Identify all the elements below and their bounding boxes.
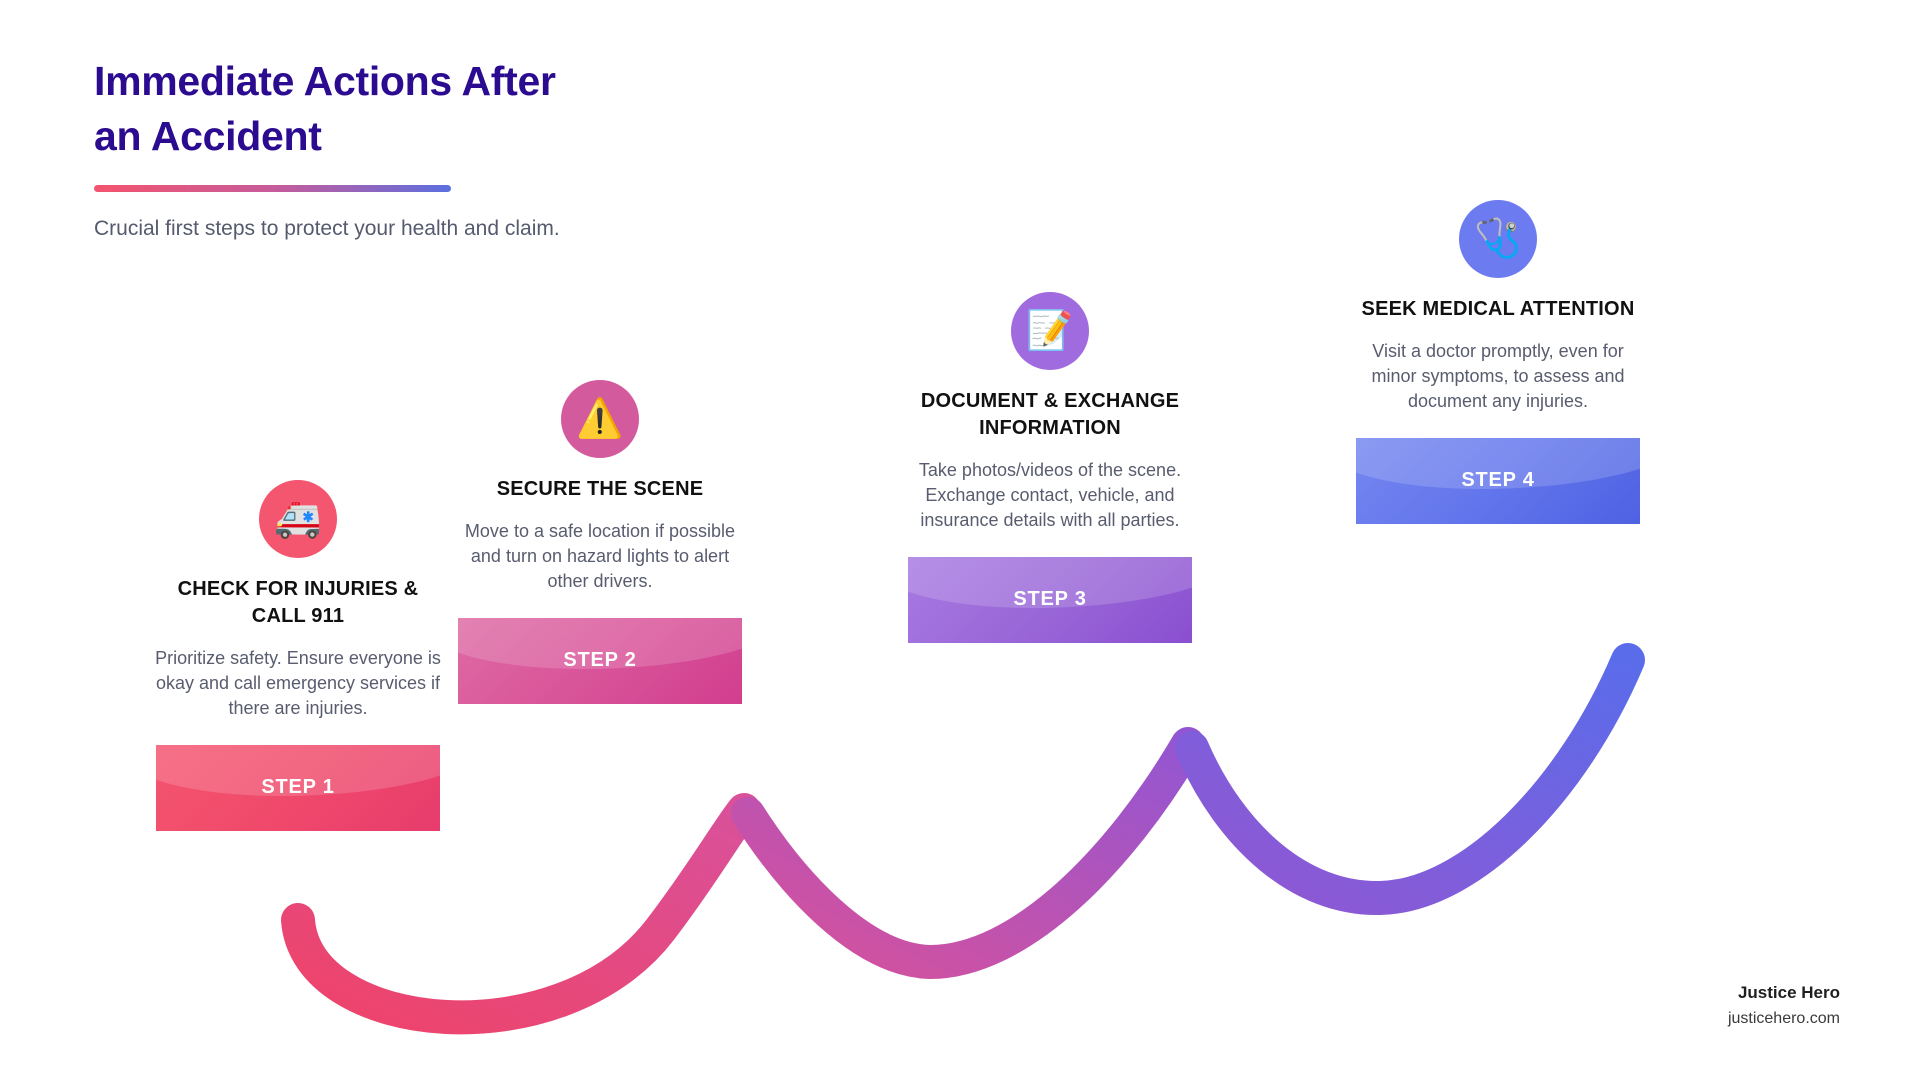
step-4-banner-label: STEP 4 — [1461, 469, 1535, 492]
ambulance-icon: 🚑 — [259, 480, 337, 558]
step-4-icon-wrap: 🩺 — [1348, 200, 1648, 278]
page-title: Immediate Actions After an Accident — [94, 58, 556, 160]
warning-triangle-icon: ⚠️ — [561, 380, 639, 458]
step-card-2: ⚠️ SECURE THE SCENE Move to a safe locat… — [450, 380, 750, 704]
step-1-banner-label: STEP 1 — [261, 776, 335, 799]
step-3-title: DOCUMENT & EXCHANGE INFORMATION — [920, 390, 1180, 440]
connector-step2-step3 — [731, 727, 1205, 980]
title-gradient-rule — [94, 184, 451, 192]
page-subtitle: Crucial first steps to protect your heal… — [94, 216, 560, 240]
step-card-4: 🩺 SEEK MEDICAL ATTENTION Visit a doctor … — [1348, 200, 1648, 524]
step-2-banner-label: STEP 2 — [563, 649, 637, 672]
step-1-description: Prioritize safety. Ensure everyone is ok… — [155, 648, 441, 719]
step-2-title: SECURE THE SCENE — [496, 478, 704, 500]
step-4-title: SEEK MEDICAL ATTENTION — [1361, 298, 1635, 320]
step-4-description: Visit a doctor promptly, even for minor … — [1371, 341, 1625, 411]
footer-url: justicehero.com — [1727, 1010, 1840, 1027]
connector-step1-step2 — [281, 793, 761, 1035]
footer-block: Justice Hero justicehero.com — [1728, 983, 1840, 1028]
header-block: Immediate Actions After an Accident Cruc… — [94, 54, 734, 244]
step-1-icon-wrap: 🚑 — [148, 480, 448, 558]
step-card-1: 🚑 CHECK FOR INJURIES & CALL 911 Prioriti… — [148, 480, 448, 831]
step-4-banner[interactable]: STEP 4 — [1356, 437, 1640, 524]
step-2-icon-wrap: ⚠️ — [450, 380, 750, 458]
step-1-title: CHECK FOR INJURIES & CALL 911 — [177, 578, 419, 628]
footer-brand: Justice Hero — [1737, 983, 1840, 1002]
step-3-banner-label: STEP 3 — [1013, 588, 1087, 611]
memo-pencil-icon: 📝 — [1011, 292, 1089, 370]
step-3-banner[interactable]: STEP 3 — [908, 556, 1192, 643]
step-1-banner[interactable]: STEP 1 — [156, 744, 440, 831]
step-3-icon-wrap: 📝 — [900, 292, 1200, 370]
step-card-3: 📝 DOCUMENT & EXCHANGE INFORMATION Take p… — [900, 292, 1200, 643]
step-2-description: Move to a safe location if possible and … — [464, 521, 736, 591]
stethoscope-icon: 🩺 — [1459, 200, 1537, 278]
connector-step3-step4 — [1175, 643, 1645, 916]
step-3-description: Take photos/videos of the scene. Exchang… — [918, 460, 1182, 531]
step-2-banner[interactable]: STEP 2 — [458, 617, 742, 704]
